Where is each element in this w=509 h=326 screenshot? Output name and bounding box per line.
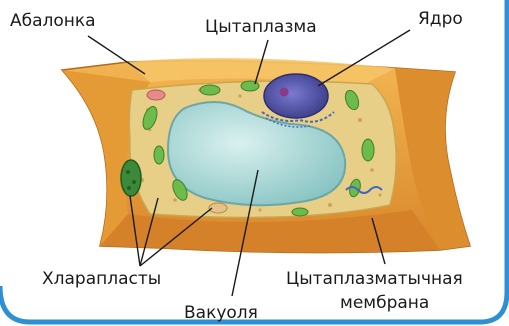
label-nucleus: Ядро (418, 9, 463, 29)
label-cell-wall: Абалонка (10, 11, 96, 31)
label-vacuole: Вакуоля (184, 303, 258, 323)
label-membrane-line1: Цытаплазматычная (286, 269, 463, 289)
label-chloroplasts: Хларапласты (42, 269, 161, 289)
label-membrane-line2: мембрана (340, 293, 429, 313)
label-cytoplasm: Цытаплазма (205, 17, 317, 37)
